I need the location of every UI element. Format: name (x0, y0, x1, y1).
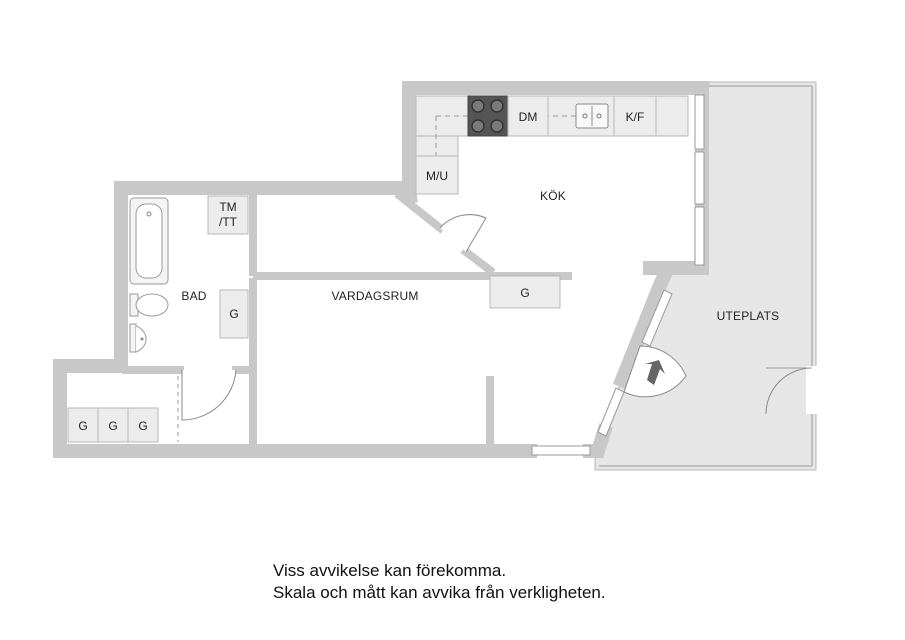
patio-gate-swing (765, 367, 813, 415)
wardrobes: G G G G G (67, 275, 561, 443)
wardrobe-kitchen (489, 275, 561, 309)
window-living (531, 445, 591, 456)
windows (531, 94, 705, 456)
bathroom-fixtures: TM /TT (129, 195, 249, 353)
room-label-bathroom: BAD (181, 289, 206, 303)
kitchen-door-swing (439, 214, 487, 253)
fridge-freezer-label: K/F (626, 110, 645, 124)
wardrobe-kitchen-label: G (520, 286, 529, 300)
kitchen-fixtures: DM K/F M/U (415, 95, 689, 195)
patio-gate-opening (806, 366, 818, 414)
wardrobe-hall-3-label: G (138, 419, 147, 433)
entrance-arrow-icon (645, 360, 665, 385)
wardrobe-hall-2-label: G (108, 419, 117, 433)
kitchen-counter-corner (415, 135, 459, 157)
window-kitchen-1 (694, 94, 705, 150)
window-kitchen-3 (694, 206, 705, 266)
disclaimer-line-1: Viss avvikelse kan förekomma. (273, 561, 507, 580)
washbasin-icon (129, 323, 147, 353)
toilet-icon (129, 293, 169, 317)
window-patio-1 (641, 289, 673, 347)
microwave-oven-label: M/U (426, 169, 448, 183)
fridge-freezer (613, 95, 657, 137)
washer-dryer (207, 195, 249, 235)
doors (181, 214, 687, 421)
room-label-living-room: VARDAGSRUM (331, 289, 418, 303)
wardrobe-hall-1-label: G (78, 419, 87, 433)
wardrobe-bath (219, 289, 249, 339)
window-kitchen-2 (694, 151, 705, 205)
wardrobe-hall-1 (67, 407, 99, 443)
wardrobe-bath-label: G (229, 307, 238, 321)
room-label-kitchen: KÖK (540, 189, 566, 203)
bathroom-door-swing (181, 369, 237, 421)
wardrobe-hall-3 (127, 407, 159, 443)
microwave-oven (415, 155, 459, 195)
dishwasher (507, 95, 549, 137)
disclaimer: Viss avvikelse kan förekomma. Skala och … (273, 560, 606, 604)
room-label-patio: UTEPLATS (717, 309, 780, 323)
disclaimer-line-2: Skala och mått kan avvika från verklighe… (273, 583, 606, 602)
washer-dryer-label-2: /TT (219, 215, 238, 229)
washer-dryer-label-1: TM (219, 200, 236, 214)
dishwasher-label: DM (519, 110, 538, 124)
